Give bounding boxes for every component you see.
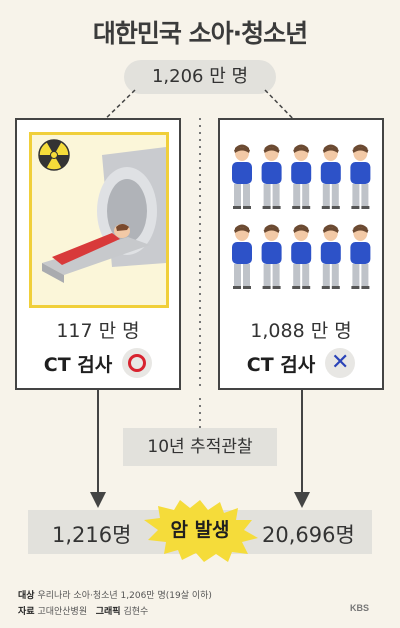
page-title: 대한민국 소아·청소년 <box>92 19 308 48</box>
cancer-burst: 암 발생 <box>138 498 262 564</box>
children-group-icon <box>232 144 371 289</box>
child-figure-icon <box>261 144 282 209</box>
radiation-icon <box>38 139 70 171</box>
burst-shape-icon <box>144 500 258 562</box>
follow-up-label: 10년 추적관찰 <box>123 428 277 466</box>
footer-subject: 대상 우리나라 소아·청소년 1,206만 명(19살 이하) <box>18 588 212 601</box>
left-ct-row: CT 검사 <box>17 348 179 378</box>
footer-subject-label: 대상 <box>18 591 35 601</box>
footer-graphic-text: 김현수 <box>123 607 149 617</box>
right-count: 1,088 만 명 <box>250 320 352 342</box>
footer-source: 자료 고대안산병원 그래픽 김현수 <box>18 604 148 617</box>
right-result: 20,696명 <box>262 523 355 547</box>
child-figure-icon <box>291 224 312 289</box>
footer-source-label: 자료 <box>18 607 35 617</box>
child-figure-icon <box>320 224 341 289</box>
ct-unscanned-panel: 1,088 만 명 CT 검사 ✕ <box>218 118 384 390</box>
child-figure-icon <box>320 144 341 209</box>
child-figure-icon <box>261 224 282 289</box>
left-count: 117 만 명 <box>56 320 140 342</box>
cancer-occurrence-label: 암 발생 <box>170 519 230 541</box>
ct-scan-illustration <box>29 132 169 308</box>
child-figure-icon <box>350 144 371 209</box>
kbs-logo: KBS <box>350 603 370 613</box>
circle-mark-icon <box>122 348 153 378</box>
footer-graphic-label: 그래픽 <box>95 607 121 617</box>
right-ct-label: CT 검사 <box>246 353 316 376</box>
ct-scanned-panel: 117 만 명 CT 검사 <box>15 118 181 390</box>
left-ct-label: CT 검사 <box>43 353 113 376</box>
child-figure-icon <box>291 144 312 209</box>
x-mark-icon: ✕ <box>325 348 356 378</box>
total-population-pill: 1,206 만 명 <box>124 60 276 94</box>
child-figure-icon <box>232 144 252 209</box>
child-figure-icon <box>350 224 371 289</box>
right-ct-row: CT 검사 ✕ <box>220 348 382 378</box>
footer-subject-text: 우리나라 소아·청소년 1,206만 명(19살 이하) <box>37 591 212 601</box>
left-result: 1,216명 <box>52 523 132 547</box>
ct-scanner-graphic <box>32 135 166 305</box>
footer-source-text: 고대안산병원 <box>37 607 88 617</box>
child-figure-icon <box>232 224 252 289</box>
